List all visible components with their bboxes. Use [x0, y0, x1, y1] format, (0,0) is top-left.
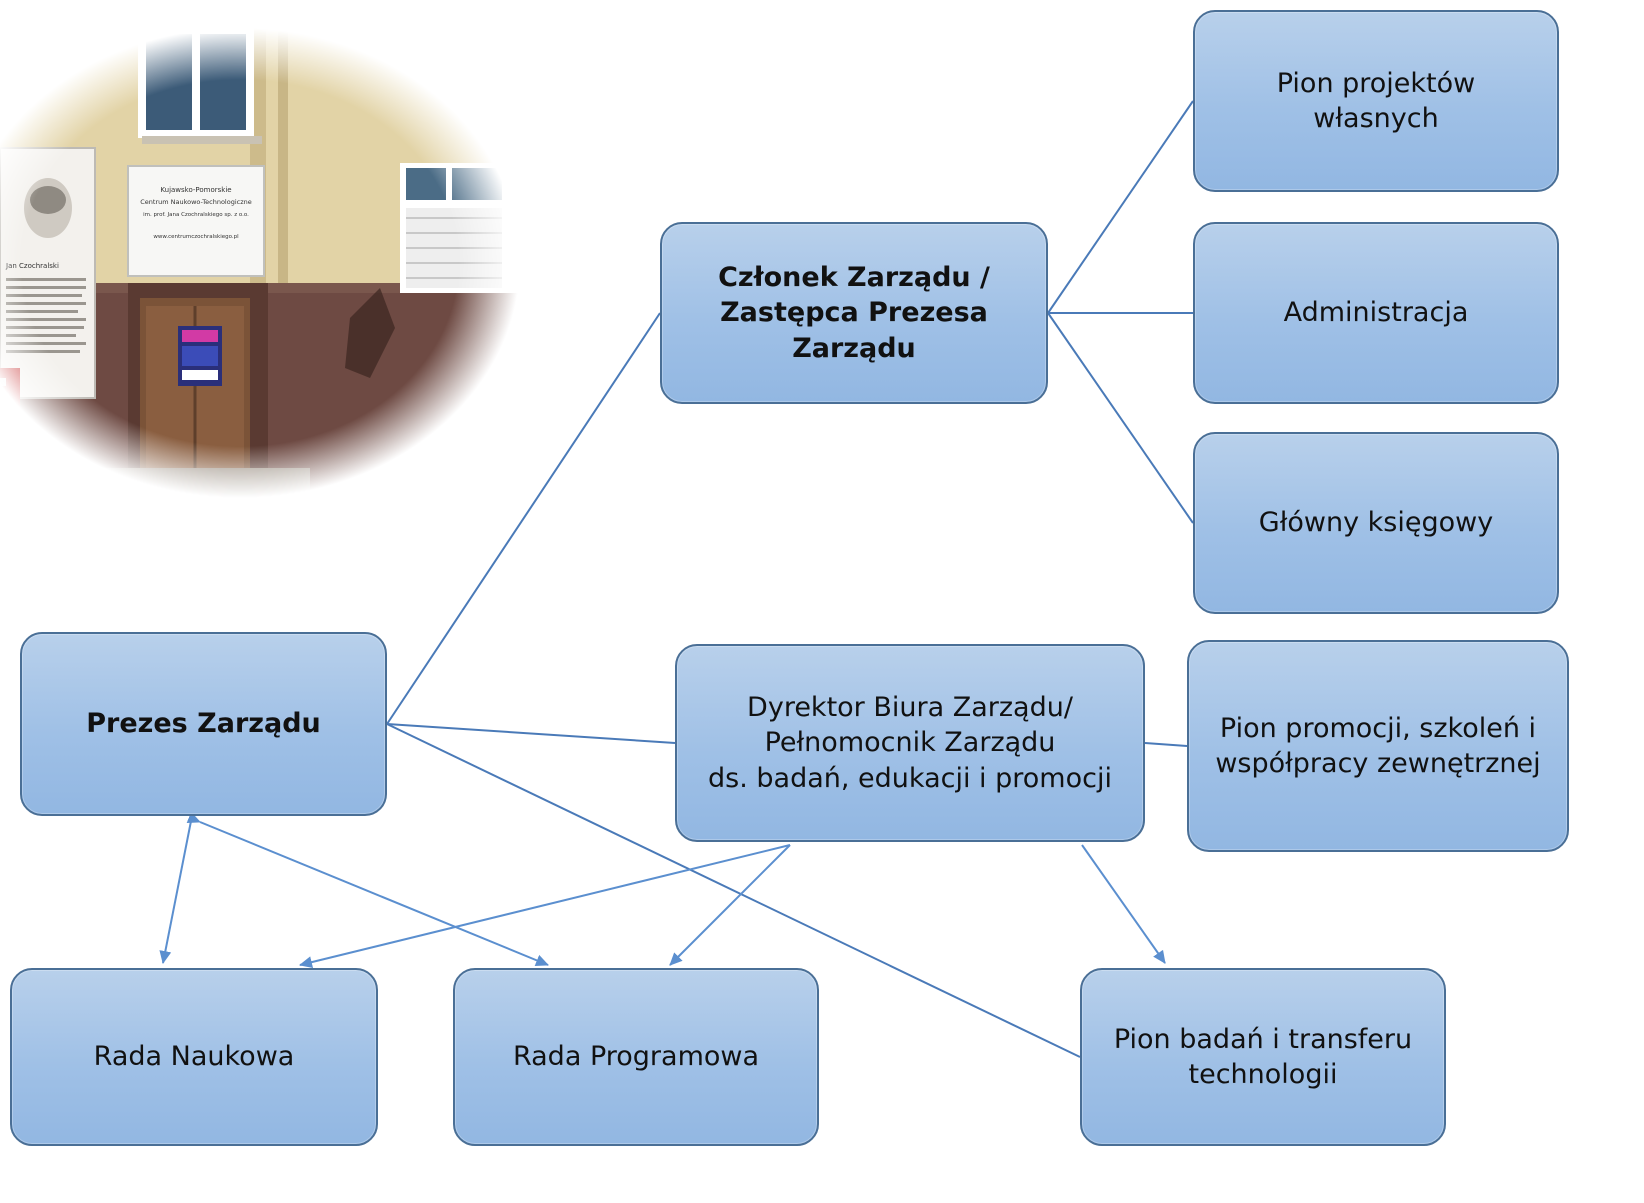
portrait-caption: Jan Czochralski — [5, 262, 59, 270]
node-pion-projektow: Pion projektów własnych — [1193, 10, 1559, 192]
node-dyrektor-biura: Dyrektor Biura Zarządu/ Pełnomocnik Zarz… — [675, 644, 1145, 842]
connector-dyrektor-pion-promocji — [1144, 742, 1188, 747]
node-czlonek-zarzadu: Członek Zarządu / Zastępca Prezesa Zarzą… — [660, 222, 1048, 404]
connector-czlonek-ksiegowy — [1047, 312, 1194, 524]
arrow-prezes-rada-naukowa — [159, 815, 193, 964]
plaque-line-1: Kujawsko-Pomorskie — [160, 186, 231, 194]
node-pion-badan: Pion badań i transferu technologii — [1080, 968, 1446, 1146]
arrow-prezes-rada-programowa — [186, 811, 549, 966]
plaque-line-3: im. prof. Jana Czochralskiego sp. z o.o. — [143, 212, 249, 218]
connector-prezes-dyrektor — [386, 723, 676, 744]
node-glowny-ksiegowy: Główny księgowy — [1193, 432, 1559, 614]
arrow-dyrektor-rada-programowa — [669, 844, 791, 966]
node-rada-programowa: Rada Programowa — [453, 968, 819, 1146]
node-pion-promocji: Pion promocji, szkoleń i współpracy zewn… — [1187, 640, 1569, 852]
node-prezes-zarzadu: Prezes Zarządu — [20, 632, 387, 816]
connector-prezes-czlonek — [386, 312, 661, 725]
node-administracja: Administracja — [1193, 222, 1559, 404]
node-rada-naukowa: Rada Naukowa — [10, 968, 378, 1146]
plaque-line-2: Centrum Naukowo-Technologiczne — [140, 198, 252, 206]
connector-czlonek-pion-projektow — [1047, 100, 1194, 314]
arrow-dyrektor-pion-badan — [1081, 844, 1166, 964]
connector-prezes-pion-badan — [386, 723, 1081, 1058]
plaque-line-4: www.centrumczochralskiego.pl — [153, 234, 239, 240]
arrow-dyrektor-rada-naukowa — [299, 844, 791, 968]
